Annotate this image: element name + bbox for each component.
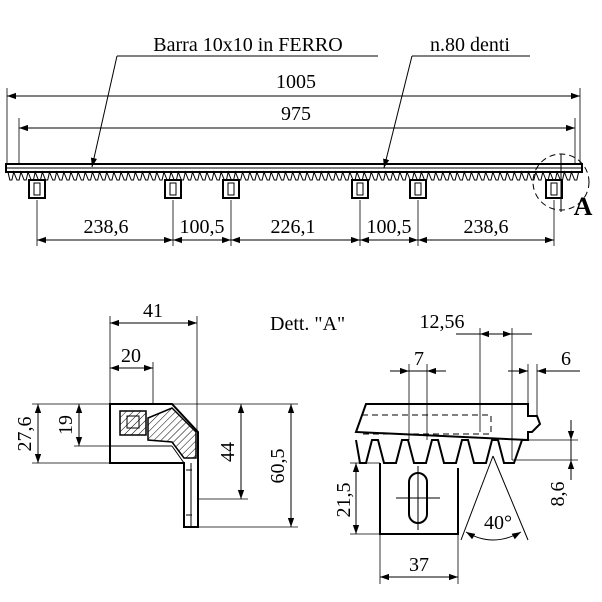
dim-tooth-offset: 6 <box>561 348 571 370</box>
rack-section-view: 41 20 27,6 19 44 60,5 <box>14 300 298 528</box>
teeth-leader <box>383 55 413 169</box>
dim-spacing-1: 238,6 <box>84 216 129 238</box>
rack-lug-slot-6 <box>550 182 558 196</box>
detail-a-marker: A <box>574 192 593 221</box>
dim-pitch: 12,56 <box>420 311 465 333</box>
dim-inner-width: 20 <box>121 345 141 367</box>
rack-lug-slot-1 <box>33 182 41 196</box>
dim-pitch-length-label: 975 <box>281 103 311 125</box>
rack-bar <box>5 163 583 173</box>
rack-lug-1 <box>28 179 46 199</box>
dim-body-height: 21,5 <box>333 483 355 518</box>
rack-top-view: 1005 975 238,6 100,5 226,1 100,5 238,6 B… <box>5 34 593 246</box>
dim-height-bracket: 44 <box>217 442 239 462</box>
dim-spacing-5: 238,6 <box>464 216 509 238</box>
detail-rack-bar <box>354 403 542 442</box>
iron-bar-section <box>119 410 147 436</box>
dim-slot-width: 7 <box>414 348 424 370</box>
dim-overall-length-label: 1005 <box>276 71 316 93</box>
dim-height-total: 27,6 <box>14 417 36 452</box>
detail-title: Dett. "A" <box>270 313 345 335</box>
dim-spacing-2: 100,5 <box>180 216 225 238</box>
rack-lug-2 <box>164 179 182 199</box>
detail-rack-teeth <box>355 439 528 464</box>
dim-height-bar: 19 <box>55 415 77 435</box>
material-leader <box>90 55 118 168</box>
rack-lug-6 <box>545 179 563 199</box>
dim-base-width: 37 <box>409 554 429 576</box>
rack-lug-slot-4 <box>356 182 364 196</box>
dim-width: 41 <box>143 300 163 322</box>
rack-teeth-section <box>147 407 197 459</box>
rack-lug-3 <box>222 179 240 199</box>
rack-lug-5 <box>409 179 427 199</box>
rack-mounting-lugs <box>28 179 563 199</box>
rack-lug-slot-3 <box>227 182 235 196</box>
detail-a-view: Dett. "A" 12,56 7 <box>270 311 580 584</box>
dim-tooth-height: 8,6 <box>547 482 569 507</box>
rack-lug-slot-5 <box>414 182 422 196</box>
rack-teeth <box>7 170 580 181</box>
dim-spacing-4: 100,5 <box>367 216 412 238</box>
tooth-angle-arc <box>465 531 522 541</box>
teeth-label: n.80 denti <box>430 34 510 56</box>
rack-lug-slot-2 <box>169 182 177 196</box>
material-label: Barra 10x10 in FERRO <box>153 34 342 56</box>
detail-mounting-lug <box>379 463 459 535</box>
dim-spacing-3: 226,1 <box>271 216 316 238</box>
dim-tooth-angle: 40° <box>484 512 512 534</box>
dim-height-overall: 60,5 <box>267 449 289 484</box>
rack-lug-4 <box>351 179 369 199</box>
